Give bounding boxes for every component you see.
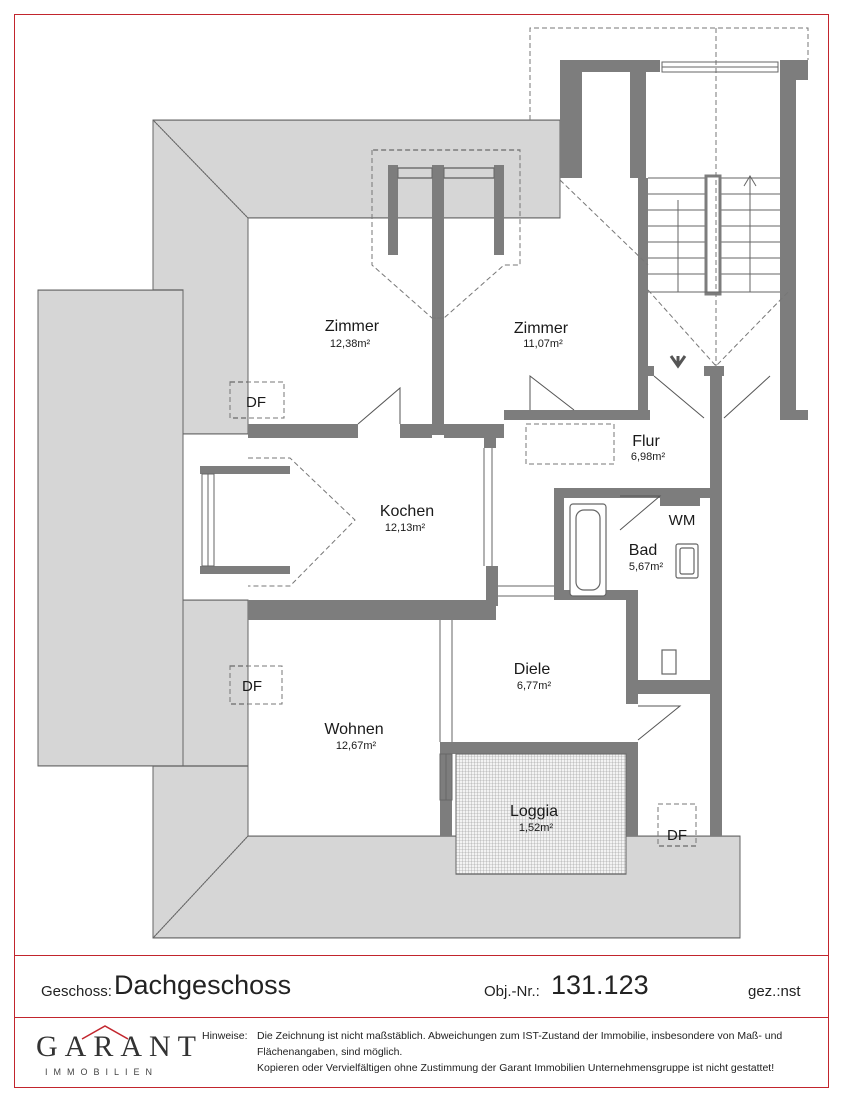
room-area: 12,13m² bbox=[385, 522, 426, 534]
windows bbox=[201, 61, 779, 801]
roof-window-label: DF bbox=[667, 827, 687, 844]
room-area: 12,38m² bbox=[330, 338, 371, 350]
room-area: 1,52m² bbox=[519, 822, 554, 834]
dashed-outlines bbox=[229, 27, 809, 847]
frame-divider-top bbox=[14, 955, 829, 956]
geschoss-value: Dachgeschoss bbox=[114, 970, 292, 1000]
drawn-by: gez.:nst bbox=[748, 983, 801, 1000]
drawing-frame bbox=[14, 14, 829, 1088]
logo-subtitle: IMMOBILIEN bbox=[45, 1067, 159, 1077]
washing-machine-label: WM bbox=[669, 512, 696, 529]
room-name: Zimmer bbox=[514, 320, 569, 337]
frame-divider-bottom bbox=[14, 1017, 829, 1018]
room-name: Kochen bbox=[380, 503, 434, 520]
room-name: Diele bbox=[514, 661, 551, 678]
floor-plan: Zimmer 12,38m² Zimmer 11,07m² Flur 6,98m… bbox=[37, 27, 809, 939]
roof-window-label: DF bbox=[246, 394, 266, 411]
room-area: 6,77m² bbox=[517, 680, 552, 692]
room-area: 12,67m² bbox=[336, 740, 377, 752]
door-swings bbox=[357, 374, 771, 741]
object-number-value: 131.123 bbox=[551, 970, 649, 1000]
room-name: Zimmer bbox=[325, 318, 380, 335]
geschoss-label: Geschoss: bbox=[41, 983, 112, 1000]
walls bbox=[200, 60, 808, 836]
room-labels: Zimmer 12,38m² Zimmer 11,07m² Flur 6,98m… bbox=[242, 318, 695, 844]
notes-line: Kopieren oder Vervielfältigen ohne Zusti… bbox=[257, 1062, 775, 1074]
room-name: Loggia bbox=[510, 803, 558, 820]
room-area: 6,98m² bbox=[631, 451, 666, 463]
logo-word: GARANT bbox=[36, 1030, 203, 1063]
notes-line: Die Zeichnung ist nicht maßstäblich. Abw… bbox=[257, 1030, 783, 1042]
roof-area bbox=[37, 119, 741, 939]
room-area: 5,67m² bbox=[629, 561, 664, 573]
room-name: Bad bbox=[629, 542, 657, 559]
roof-window-label: DF bbox=[242, 678, 262, 695]
loggia-floor bbox=[455, 753, 627, 875]
room-area: 11,07m² bbox=[523, 338, 563, 350]
logo-roof-icon bbox=[81, 1025, 129, 1040]
room-name: Wohnen bbox=[324, 721, 383, 738]
notes-label: Hinweise: bbox=[202, 1030, 248, 1042]
staircase bbox=[648, 174, 780, 369]
bathroom-fixtures bbox=[569, 503, 699, 675]
room-name: Flur bbox=[632, 433, 660, 450]
notes-line: Flächenangaben, sind möglich. bbox=[257, 1046, 403, 1058]
object-number-label: Obj.-Nr.: bbox=[484, 983, 540, 1000]
